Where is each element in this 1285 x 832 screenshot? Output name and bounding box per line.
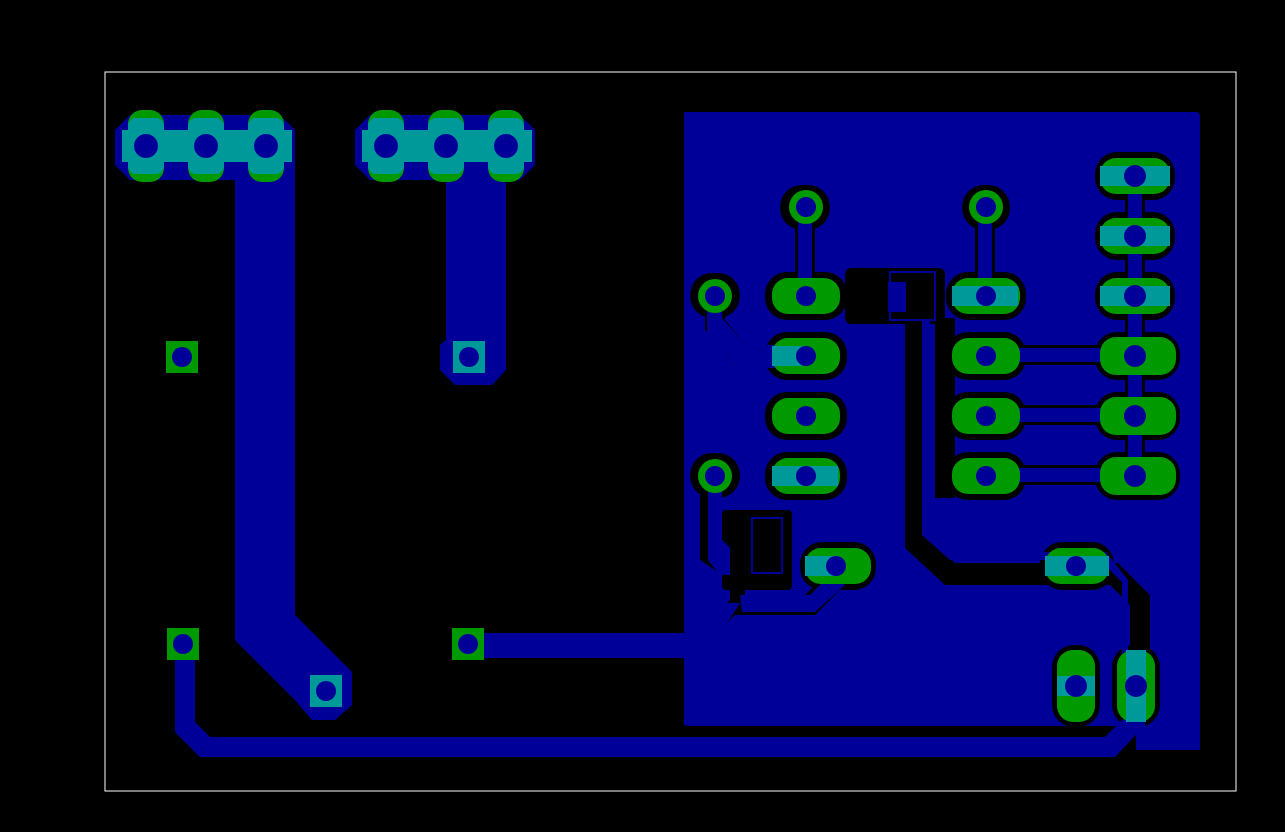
header-left-pin-3 — [254, 134, 278, 158]
header-left-pin-2 — [194, 134, 218, 158]
smd-component-bottom — [730, 517, 785, 580]
ic-left-row — [772, 278, 840, 494]
header-right — [355, 110, 535, 182]
header-left — [115, 110, 295, 182]
header-left-pin-1 — [134, 134, 158, 158]
misc-pads — [805, 548, 1109, 584]
header-right-pin-2 — [434, 134, 458, 158]
ic-right-row — [952, 278, 1020, 494]
round-vias — [698, 190, 1003, 493]
header-right-pin-1 — [374, 134, 398, 158]
connector-6pin — [1100, 158, 1176, 495]
smd-component-top — [855, 271, 936, 321]
terminal-2pin — [1057, 650, 1155, 722]
traces — [175, 145, 1145, 757]
header-right-pin-3 — [494, 134, 518, 158]
square-pads — [166, 341, 485, 707]
board-outline — [104, 71, 1237, 792]
